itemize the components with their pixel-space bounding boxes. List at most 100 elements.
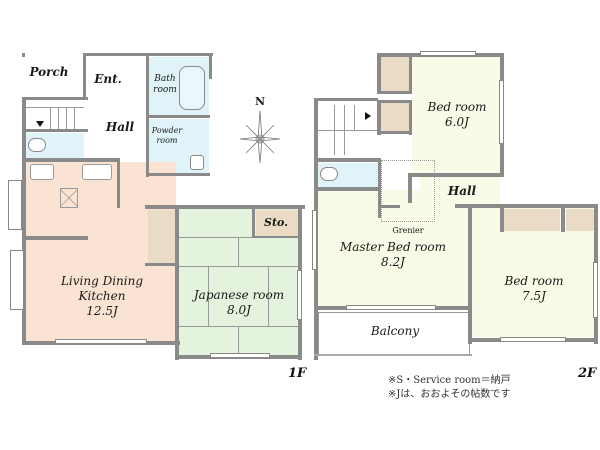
note-service-room: ※S・Service room＝納戸 (388, 375, 511, 386)
wall (408, 173, 412, 203)
stair-tread (354, 105, 355, 130)
tatami-line (238, 326, 239, 356)
entrance-area (85, 55, 147, 97)
wall (314, 354, 472, 356)
wall (314, 98, 378, 101)
powder-label-2: room (156, 136, 178, 145)
compass: N (236, 95, 284, 165)
washbasin-icon (190, 155, 204, 170)
bay-window (10, 250, 24, 310)
stair-tread (344, 105, 345, 155)
stair-tread (334, 105, 335, 155)
wall (83, 53, 86, 99)
closet-north-2 (380, 103, 410, 133)
bed-north-name: Bed room (427, 100, 487, 114)
bed-east-size: 7.5J (522, 289, 546, 303)
ldk-label-2: Kitchen (78, 289, 126, 303)
wall (314, 187, 380, 191)
stair-tread (26, 107, 84, 108)
wall (146, 115, 210, 118)
bath-label-1: Bath (154, 74, 176, 84)
porch-area (24, 55, 84, 97)
hall-1f-label: Hall (105, 120, 135, 134)
powder-label-1: Powder (151, 126, 183, 135)
wall (145, 205, 305, 209)
stair-tread (58, 107, 59, 129)
master-size: 8.2J (381, 255, 405, 269)
ldk-size: 12.5J (86, 304, 118, 318)
tatami-line (238, 237, 239, 267)
wall (468, 204, 472, 344)
bed-room-north-label: Bed room 6.0J (414, 100, 500, 130)
stair-arrow-icon (365, 112, 371, 120)
wall (22, 129, 88, 132)
floor-plan-1f: Porch Ent. Bath room Powder room Hall Li… (0, 0, 310, 390)
grenier-label: Grenier (392, 226, 424, 235)
master-bed-room-area (318, 190, 468, 308)
porch-label: Porch (29, 65, 69, 79)
window (55, 339, 147, 344)
tatami-line (208, 266, 209, 326)
wall (145, 263, 178, 266)
wall (378, 205, 400, 208)
window (312, 210, 317, 270)
wall (26, 236, 88, 240)
storage-label: Sto. (264, 216, 288, 229)
wall (408, 173, 504, 177)
wall (314, 158, 380, 162)
bed-east-name: Bed room (504, 274, 564, 288)
stair-tread (66, 107, 67, 129)
floor-1f-label: 1F (288, 366, 307, 381)
stair-tread (74, 107, 75, 129)
wall (209, 53, 212, 79)
toilet-icon (320, 167, 338, 181)
window (346, 305, 436, 310)
closet-north (380, 57, 410, 91)
wall (252, 236, 300, 238)
toilet-icon (28, 138, 46, 152)
hall-2f-label: Hall (447, 184, 477, 198)
window (593, 262, 598, 318)
closet-1f (148, 210, 176, 265)
window (210, 353, 270, 358)
tatami-line (268, 266, 269, 326)
floor-2f-label: 2F (578, 366, 597, 381)
master-name: Master Bed room (339, 240, 447, 254)
closet-east-2 (566, 209, 594, 231)
window (8, 180, 22, 230)
japanese-size: 8.0J (227, 303, 251, 317)
japanese-label: Japanese room (193, 288, 285, 302)
stair-tread (50, 107, 51, 129)
wall (377, 91, 412, 103)
ldk-label-1: Living Dining (60, 274, 144, 288)
master-bed-room-label: Master Bed room 8.2J (320, 240, 466, 270)
balcony-label: Balcony (370, 324, 420, 338)
fridge-icon (60, 188, 78, 208)
ldk-label: Living Dining Kitchen 12.5J (40, 274, 164, 319)
compass-rose-icon (239, 110, 281, 164)
stair-arrow-icon (36, 121, 44, 127)
window (499, 80, 504, 144)
bath-label-2: room (153, 85, 177, 96)
wall (561, 208, 565, 232)
entrance-label: Ent. (94, 72, 122, 86)
bed-room-east-label: Bed room 7.5J (474, 274, 594, 304)
bath-room-label: Bath room (148, 74, 182, 97)
window (420, 51, 476, 56)
japanese-room-label: Japanese room 8.0J (180, 288, 298, 318)
legend-notes: ※S・Service room＝納戸 ※Jは、おおよその帖数です (388, 374, 511, 401)
wall (500, 208, 504, 232)
wall (377, 131, 412, 134)
closet-east (504, 209, 560, 231)
window (297, 270, 302, 320)
storage-area (256, 210, 298, 238)
window (500, 337, 566, 342)
wall (175, 205, 179, 360)
wall (117, 158, 120, 208)
wall (22, 158, 120, 162)
wall (146, 173, 210, 176)
bathtub-icon (179, 66, 205, 110)
balcony-area (318, 312, 470, 356)
wall (252, 208, 255, 238)
sink-icon (82, 164, 112, 180)
